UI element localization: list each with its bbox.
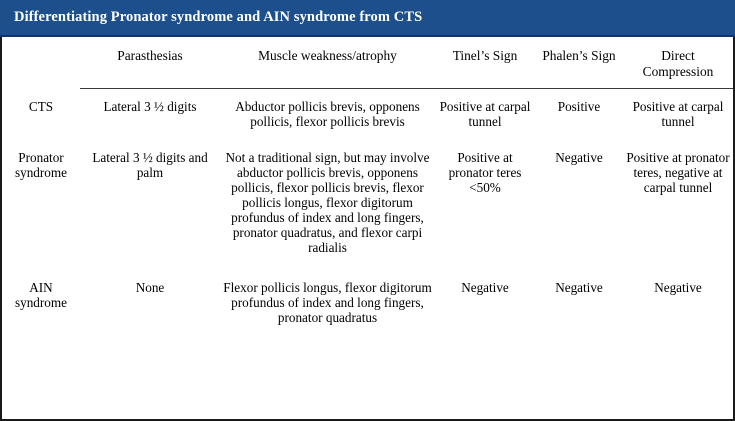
cell-cts-direct: Positive at carpal tunnel [632, 99, 724, 130]
cell-pronator-tinel: Positive at pronator teres <50% [448, 150, 522, 196]
row-label-ain-syndrome: AIN syndrome [14, 279, 67, 310]
table-row: Pronator syndrome Lateral 3 ½ digits and… [2, 141, 733, 269]
column-header-phalen-sign: Phalen’s Sign [535, 37, 623, 90]
cell-ain-phalen: Negative [555, 279, 603, 295]
cell-pronator-parasthesias: Lateral 3 ½ digits and palm [92, 150, 208, 181]
table-row: CTS Lateral 3 ½ digits Abductor pollicis… [2, 89, 733, 142]
column-header-row-label [2, 37, 80, 89]
cell-pronator-phalen: Negative [555, 150, 603, 166]
table-header-row: Parasthesias Muscle weakness/atrophy Tin… [2, 37, 733, 90]
cell-cts-phalen: Positive [557, 99, 601, 115]
table-row: AIN syndrome None Flexor pollicis longus… [2, 270, 733, 335]
column-header-muscle-weakness: Muscle weakness/atrophy [220, 37, 435, 90]
table-body-container: Parasthesias Muscle weakness/atrophy Tin… [0, 37, 735, 421]
cell-cts-parasthesias: Lateral 3 ½ digits [103, 99, 197, 115]
table-title: Differentiating Pronator syndrome and AI… [14, 8, 423, 25]
cell-pronator-muscle: Not a traditional sign, but may involve … [225, 150, 430, 256]
cell-cts-muscle: Abductor pollicis brevis, opponens polli… [235, 99, 420, 130]
column-header-parasthesias: Parasthesias [80, 37, 220, 90]
column-header-tinel-sign: Tinel’s Sign [435, 37, 535, 90]
row-label-cts: CTS [28, 98, 54, 114]
cell-pronator-direct: Positive at pronator teres, negative at … [626, 150, 730, 196]
cell-ain-tinel: Negative [461, 279, 509, 295]
cell-ain-direct: Negative [654, 279, 702, 295]
cell-ain-parasthesias: None [135, 279, 165, 295]
row-label-pronator-syndrome: Pronator syndrome [14, 150, 67, 181]
cell-ain-muscle: Flexor pollicis longus, flexor digitorum… [223, 279, 432, 325]
column-header-direct-compression: Direct Compression [623, 37, 733, 90]
comparison-table: Parasthesias Muscle weakness/atrophy Tin… [2, 37, 733, 335]
table-title-bar: Differentiating Pronator syndrome and AI… [0, 0, 735, 37]
cell-cts-tinel: Positive at carpal tunnel [439, 99, 531, 130]
